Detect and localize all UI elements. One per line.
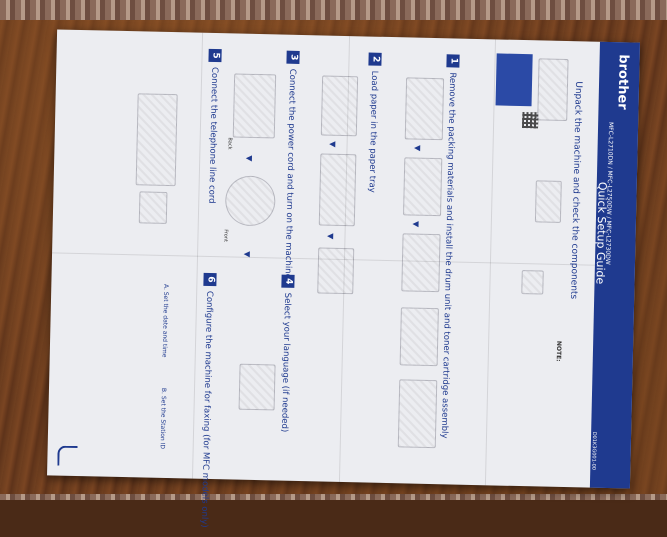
step-3-number: 3 [286,50,300,64]
document-reference: D01K3G001-00 [590,431,598,471]
qr-code-icon [522,112,539,129]
arrow-icon: ▼ [244,155,254,162]
step-2-number: 2 [368,52,382,66]
step-2-title: Load paper in the paper tray [366,70,380,193]
step-3-illustration [224,175,276,227]
quick-setup-guide-sheet: brother MFC-L2710DN / MFC-L2750DW / MFC-… [47,29,640,528]
step-5-title: Connect the telephone line cord [206,66,220,204]
arrow-icon: ▼ [242,251,252,258]
step-1-number: 1 [446,54,460,68]
step-2-illustration [318,153,357,227]
arrow-icon: ▼ [328,141,338,148]
arrow-icon: ▼ [326,233,336,240]
back-label: Back [226,137,233,150]
video-panel [495,53,533,107]
step-6-number: 6 [203,272,217,287]
step-2-illustration [317,247,355,295]
front-label: Front [222,229,229,243]
carpet-bottom [0,494,667,500]
unpack-heading: Unpack the machine and check the compone… [568,81,584,300]
arrow-icon: ▼ [411,220,421,228]
set-date-heading: A. Set the date and time [160,283,170,358]
carpet-top [0,0,667,20]
step-4-illustration [238,363,276,411]
set-station-heading: B. Set the Station ID [158,387,168,450]
step-4-number: 4 [281,274,295,288]
step-4-title: Select your language (if needed) [279,292,293,433]
arrow-icon: ▼ [413,144,423,152]
step-3-illustration [232,73,277,139]
step-5-illustration [135,93,178,187]
step-1-illustration [399,307,439,367]
brand-logo: brother [614,54,631,110]
ac-cord-illustration [521,270,544,295]
guide-title: Quick Setup Guide [593,181,609,285]
step-3-title: Connect the power cord and turn on the m… [282,68,298,279]
step-2-illustration [320,75,359,137]
toner-illustration [534,180,562,223]
step-5-number: 5 [208,48,222,63]
fold-corner-icon [57,445,78,467]
machine-illustration [537,58,569,122]
note-heading: NOTE: [554,340,563,362]
step-1-illustration [397,379,438,449]
step-1-illustration [403,157,443,217]
step-1-illustration [404,77,445,141]
wall-jack-illustration [138,191,168,224]
step-1-illustration [401,233,441,293]
